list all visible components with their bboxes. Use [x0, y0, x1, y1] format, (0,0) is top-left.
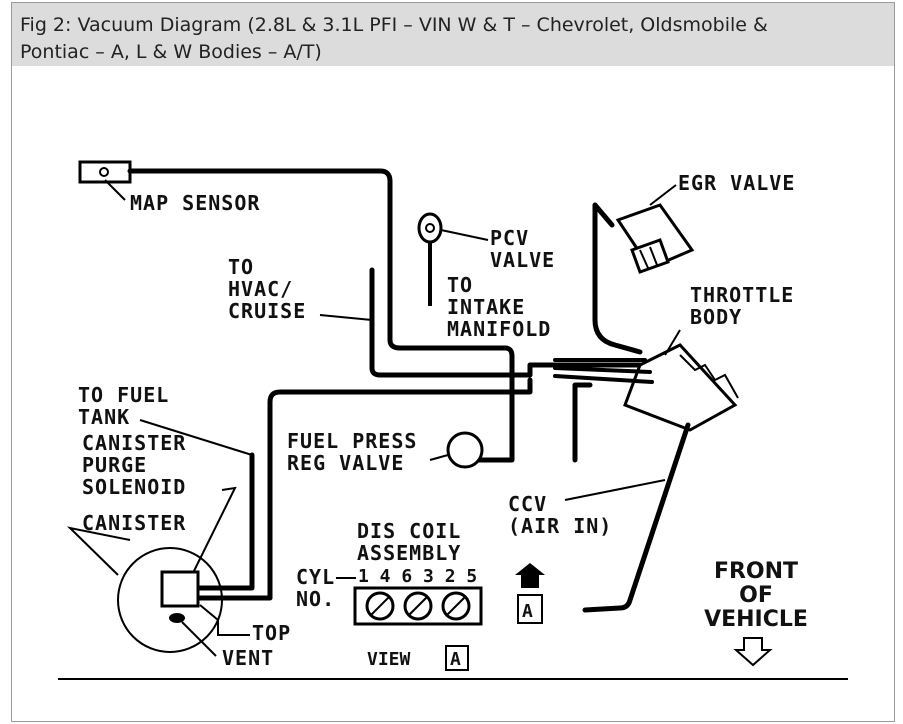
- arrow-letter: A: [522, 601, 533, 622]
- canister-label: CANISTER: [82, 511, 186, 535]
- map-sensor-label: MAP SENSOR: [130, 191, 260, 215]
- front-label-1: FRONT: [714, 559, 798, 584]
- top-label: TOP: [252, 621, 291, 645]
- ccv-hose: [582, 422, 691, 613]
- front-arrow-icon: [733, 637, 773, 667]
- hvac-label-3: CRUISE: [228, 299, 306, 323]
- cyl-numbers: 1 4 6 3 2 5: [358, 566, 477, 587]
- fuel-tank-label-2: TANK: [78, 405, 130, 429]
- hvac-cruise-hose: [369, 267, 643, 378]
- cyl-label-2: NO.: [296, 587, 335, 611]
- caption-line-1: Fig 2: Vacuum Diagram (2.8L & 3.1L PFI –…: [20, 14, 768, 36]
- canister: [66, 526, 250, 657]
- map-sensor: [78, 160, 132, 201]
- fpr-label-1: FUEL PRESS: [287, 429, 417, 453]
- egr-hose: [592, 202, 643, 355]
- intake-label-3: MANIFOLD: [447, 317, 551, 341]
- pcv-valve: [417, 212, 489, 306]
- ccv-label-2: (AIR IN): [508, 514, 612, 538]
- hvac-label-2: HVAC/: [228, 277, 293, 301]
- dis-coil-assembly: [353, 586, 483, 626]
- return-hose: [572, 382, 593, 463]
- fuel-tank-hose: [197, 452, 255, 591]
- egr-valve: [615, 184, 695, 274]
- dis-label-1: DIS COIL: [357, 519, 461, 543]
- intake-label-2: INTAKE: [447, 295, 525, 319]
- canister-purge-hose: [197, 377, 533, 601]
- vent-label: VENT: [222, 646, 274, 670]
- map-sensor-hose: [127, 168, 515, 463]
- fuel-tank-label-1: TO FUEL: [78, 383, 169, 407]
- view-box: [445, 645, 469, 671]
- egr-label: EGR VALVE: [678, 171, 795, 195]
- front-label-3: VEHICLE: [704, 607, 808, 632]
- cyl-label-1: CYL: [296, 565, 335, 589]
- caption-line-2: Pontiac – A, L & W Bodies – A/T): [20, 41, 322, 63]
- purge-label-1: CANISTER: [82, 431, 186, 455]
- fuel-pressure-regulator: [446, 431, 484, 469]
- throttle-label-1: THROTTLE: [690, 283, 794, 307]
- throttle-body: [553, 329, 739, 432]
- purge-label-2: PURGE: [82, 453, 147, 477]
- throttle-label-2: BODY: [690, 305, 742, 329]
- view-arrow-icon: [515, 563, 545, 624]
- pcv-label-1: PCV: [490, 226, 529, 250]
- front-label-2: OF: [739, 583, 773, 608]
- dis-label-2: ASSEMBLY: [357, 541, 461, 565]
- pcv-label-2: VALVE: [490, 248, 555, 272]
- ccv-label-1: CCV: [508, 492, 547, 516]
- fpr-label-2: REG VALVE: [287, 451, 404, 475]
- view-letter: A: [450, 649, 461, 670]
- figure-caption: Fig 2: Vacuum Diagram (2.8L & 3.1L PFI –…: [12, 3, 894, 66]
- intake-label-1: TO: [447, 273, 473, 297]
- view-label: VIEW: [367, 649, 411, 670]
- purge-label-3: SOLENOID: [82, 475, 186, 499]
- hvac-label-1: TO: [228, 255, 254, 279]
